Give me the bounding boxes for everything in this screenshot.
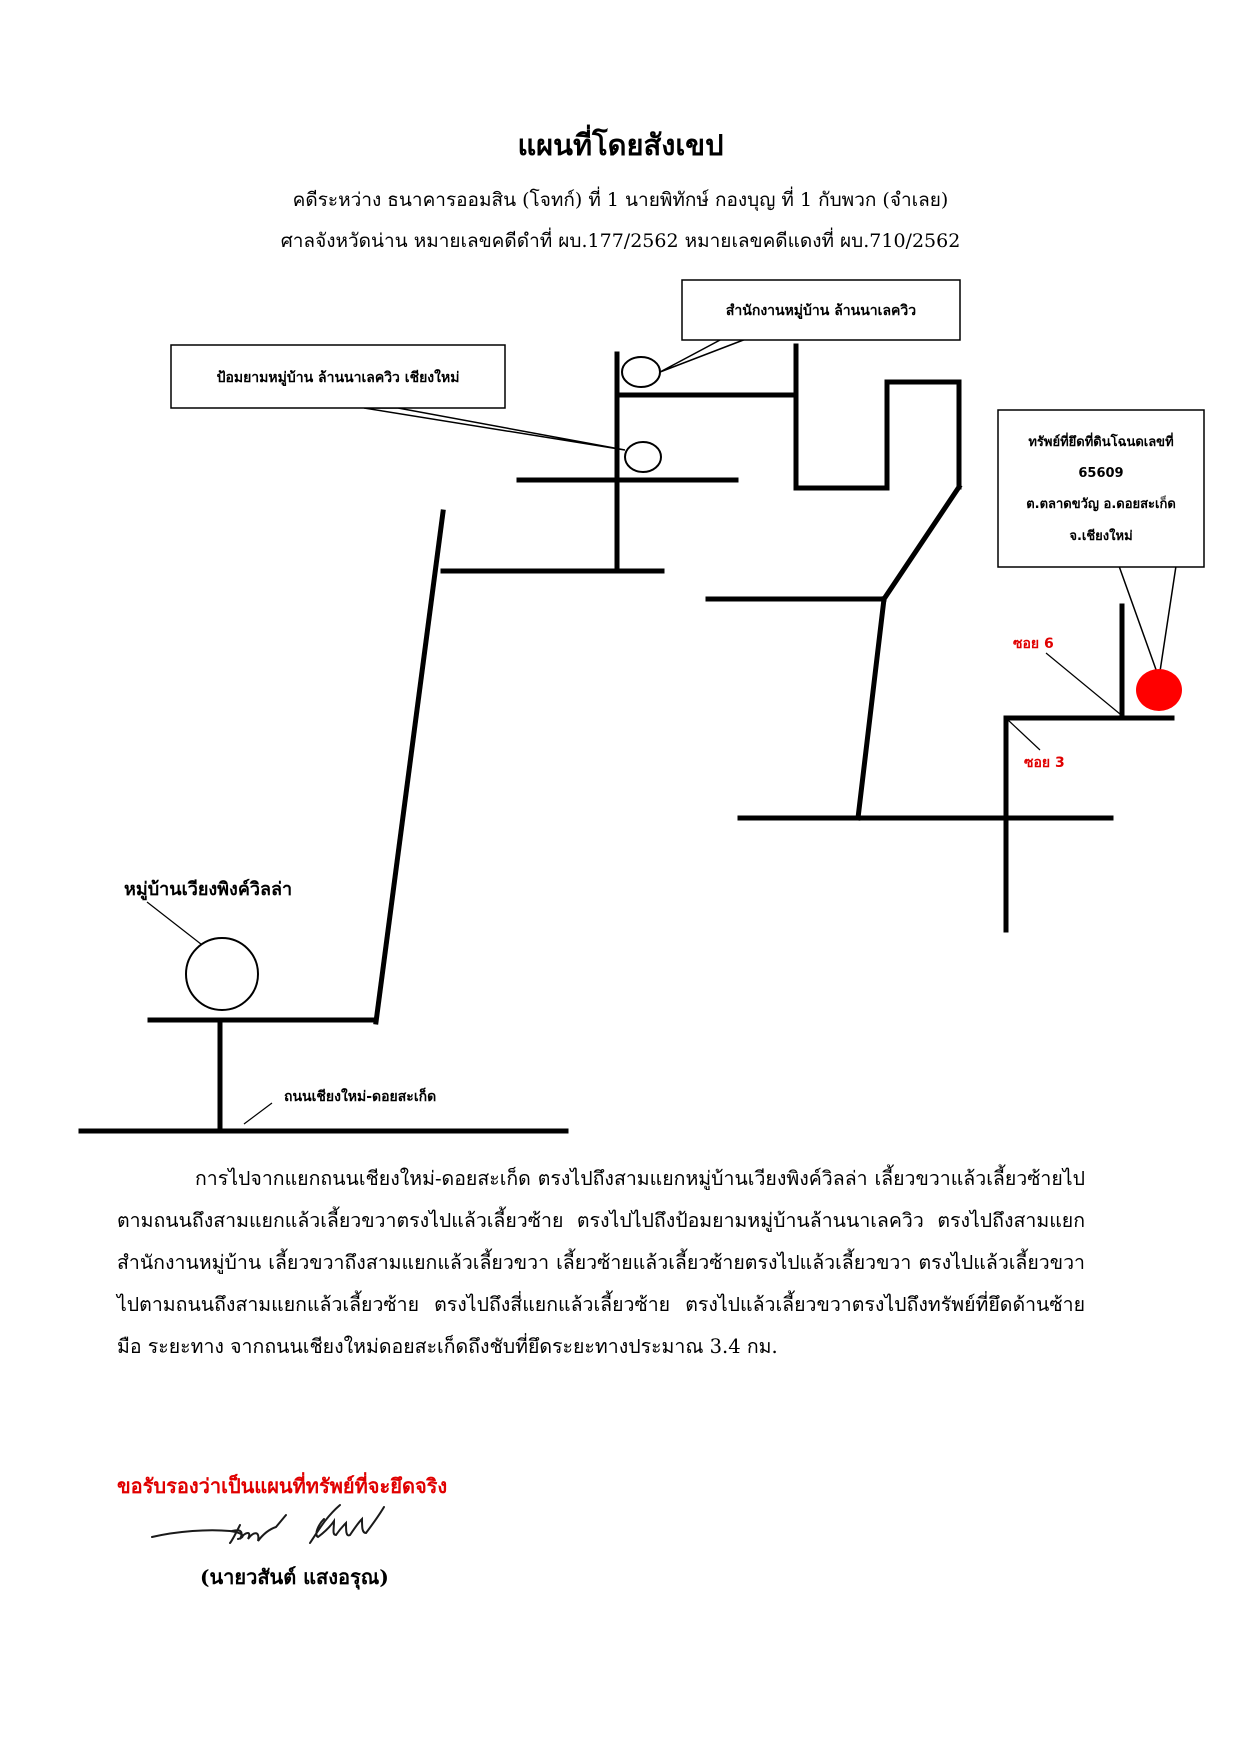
office-callout-box [681, 279, 961, 341]
soi6-leader [1045, 652, 1121, 715]
village-marker [185, 937, 259, 1011]
guard-house-marker [624, 441, 662, 473]
road-segment [880, 483, 963, 603]
office-label: สำนักงานหมู่บ้าน ล้านนาเลควิว [726, 303, 916, 319]
road-network [78, 343, 1175, 1134]
road-segment [855, 596, 887, 821]
signer-name: (นายวสันต์ แสงอรุณ) [200, 1565, 389, 1589]
soi3-leader [1007, 719, 1041, 751]
office-callout-pointer [659, 338, 747, 373]
directions-text: การไปจากแยกถนนเชียงใหม่-ดอยสะเก็ด ตรงไปถ… [117, 1167, 1085, 1358]
case-number-line: ศาลจังหวัดน่าน หมายเลขคดีดำที่ ผบ.177/25… [280, 230, 961, 252]
guard-label: ป้อมยามหมู่บ้าน ล้านนาเลควิว เชียงใหม่ [217, 368, 460, 386]
property-callout-box [997, 409, 1205, 568]
property-line-3: ต.ตลาดขวัญ อ.ดอยสะเก็ด [1026, 494, 1176, 512]
road-label: ถนนเชียงใหม่-ดอยสะเก็ด [284, 1087, 436, 1105]
road-label-leader [243, 1102, 273, 1125]
property-marker [1136, 669, 1182, 711]
property-callout-pointer [1117, 565, 1177, 679]
guard-callout-pointer [363, 407, 626, 451]
guard-callout-box [170, 344, 506, 409]
property-line-1: ทรัพย์ที่ยึดที่ดินโฉนดเลขที่ [1028, 432, 1173, 450]
property-line-2: 65609 [1078, 466, 1123, 481]
sketch-map: สำนักงานหมู่บ้าน ล้านนาเลควิว ป้อมยามหมู… [78, 279, 1205, 1134]
village-label: หมู่บ้านเวียงพิงค์วิลล่า [124, 878, 292, 901]
certification-statement: ขอรับรองว่าเป็นแผนที่ทรัพย์ที่จะยึดจริง [117, 1474, 448, 1498]
signature-image [151, 1504, 385, 1544]
road-segment [373, 509, 446, 1025]
office-marker [621, 356, 661, 388]
soi6-label: ซอย 6 [1013, 636, 1054, 652]
property-line-4: จ.เชียงใหม่ [1069, 527, 1132, 544]
case-parties-line: คดีระหว่าง ธนาคารออมสิน (โจทก์) ที่ 1 นา… [292, 189, 949, 211]
soi3-label: ซอย 3 [1024, 755, 1065, 771]
page-title: แผนที่โดยสังเขป [517, 128, 724, 162]
